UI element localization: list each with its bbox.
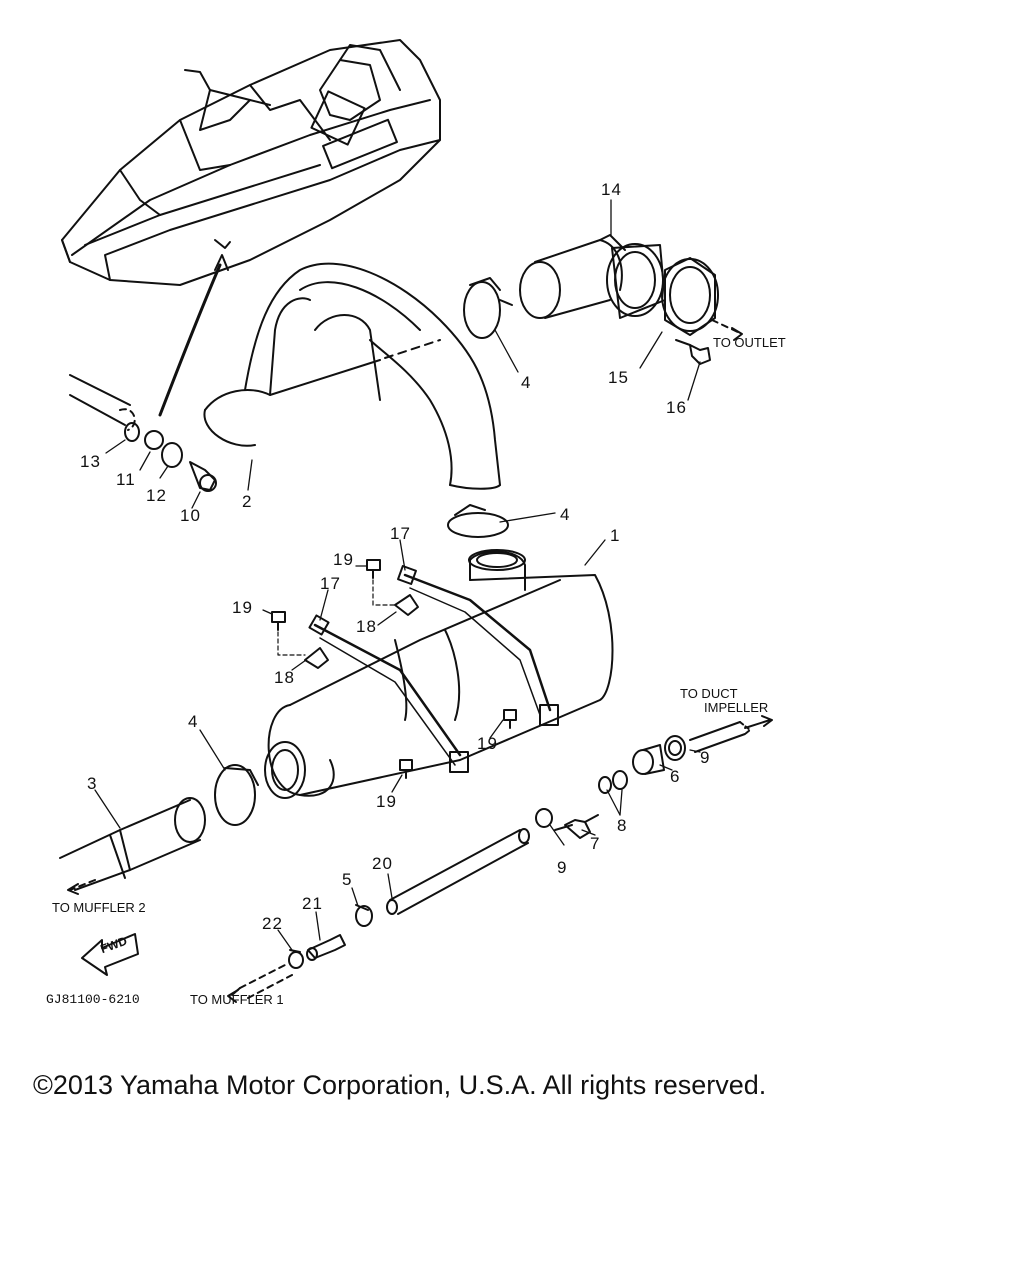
part-label-15: 15 <box>608 368 629 387</box>
part-label-1: 1 <box>610 526 621 545</box>
part-label-22: 22 <box>262 914 283 933</box>
muffler-part-1 <box>264 549 614 799</box>
part-label-19-left: 19 <box>232 598 253 617</box>
part-label-3: 3 <box>87 774 98 793</box>
note-to-muffler-1: TO MUFFLER 1 <box>190 992 284 1007</box>
exhaust-system-diagram <box>59 39 773 1003</box>
note-to-outlet: TO OUTLET <box>713 335 786 350</box>
part-label-18-upper: 18 <box>356 617 377 636</box>
part-label-5: 5 <box>342 870 353 889</box>
fittings-group <box>535 735 686 839</box>
note-to-muffler-2: TO MUFFLER 2 <box>52 900 146 915</box>
pipe-part-3 <box>59 797 206 895</box>
drain-hose <box>158 263 222 417</box>
note-impeller: IMPELLER <box>704 700 769 715</box>
part-label-9-right: 9 <box>700 748 711 767</box>
part-label-9-left: 9 <box>557 858 568 877</box>
part-label-19-bottom: 19 <box>376 792 397 811</box>
fitting-part-21 <box>306 934 346 961</box>
part-label-4-middle: 4 <box>560 505 571 524</box>
part-label-10: 10 <box>180 506 201 525</box>
clamp-part-22 <box>288 949 304 969</box>
part-label-19-top: 19 <box>333 550 354 569</box>
part-label-19-right: 19 <box>477 734 498 753</box>
clamp-part-4-upper <box>463 277 513 339</box>
hose-part-20 <box>386 828 530 915</box>
part-label-7: 7 <box>590 834 601 853</box>
clamp-part-5 <box>355 904 373 927</box>
gasket-part-15 <box>661 257 743 341</box>
clamp-part-4-middle <box>447 504 509 538</box>
part-label-21: 21 <box>302 894 323 913</box>
clamp-part-4-lower <box>214 764 259 826</box>
fwd-arrow-icon <box>81 933 139 976</box>
part-label-14: 14 <box>601 180 622 199</box>
watercraft-illustration <box>61 39 441 286</box>
part-label-8: 8 <box>617 816 628 835</box>
muffler-1-hose <box>227 964 293 1003</box>
part-label-16: 16 <box>666 398 687 417</box>
part-label-6: 6 <box>670 767 681 786</box>
exhaust-pipe-part-2 <box>203 262 501 490</box>
note-to-duct: TO DUCT <box>680 686 738 701</box>
part-label-17-left: 17 <box>320 574 341 593</box>
copyright-notice: ©2013 Yamaha Motor Corporation, U.S.A. A… <box>33 1070 767 1100</box>
leader-lines <box>94 199 701 951</box>
impeller-pipe <box>689 715 773 753</box>
part-label-4-lower: 4 <box>188 712 199 731</box>
part-label-20: 20 <box>372 854 393 873</box>
part-label-11: 11 <box>116 470 136 489</box>
part-label-17-right: 17 <box>390 524 411 543</box>
elbow-pipe-part-14 <box>519 234 666 319</box>
drawing-code: GJ81100-6210 <box>46 992 140 1007</box>
part-label-18-lower: 18 <box>274 668 295 687</box>
part-label-2: 2 <box>242 492 253 511</box>
part-label-12: 12 <box>146 486 167 505</box>
part-label-4-upper: 4 <box>521 373 532 392</box>
bolt-part-16 <box>675 339 711 365</box>
part-label-13: 13 <box>80 452 101 471</box>
left-pipe-group <box>69 374 217 492</box>
